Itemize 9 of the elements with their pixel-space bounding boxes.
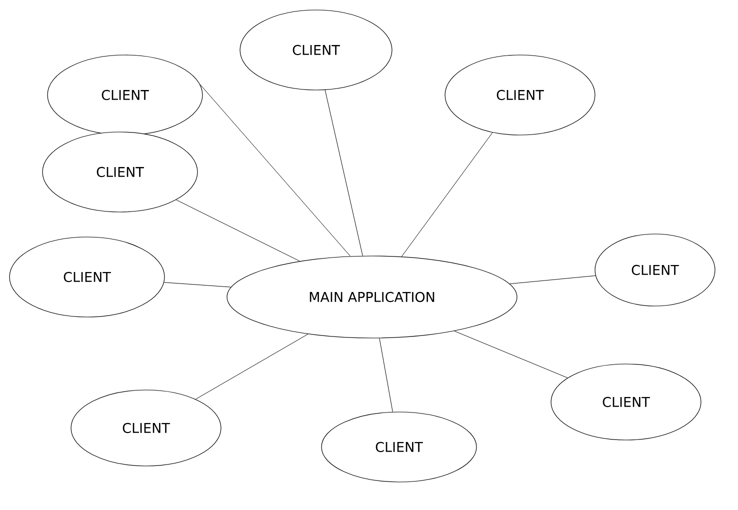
- connector-line: [379, 338, 393, 412]
- connector-line: [200, 84, 351, 256]
- connector-line: [324, 90, 363, 256]
- connector-line: [195, 334, 308, 400]
- connector-line: [510, 275, 596, 284]
- connector-line: [454, 330, 568, 378]
- connector-line: [176, 200, 300, 262]
- connector-line: [401, 132, 493, 257]
- connector-line: [164, 282, 232, 288]
